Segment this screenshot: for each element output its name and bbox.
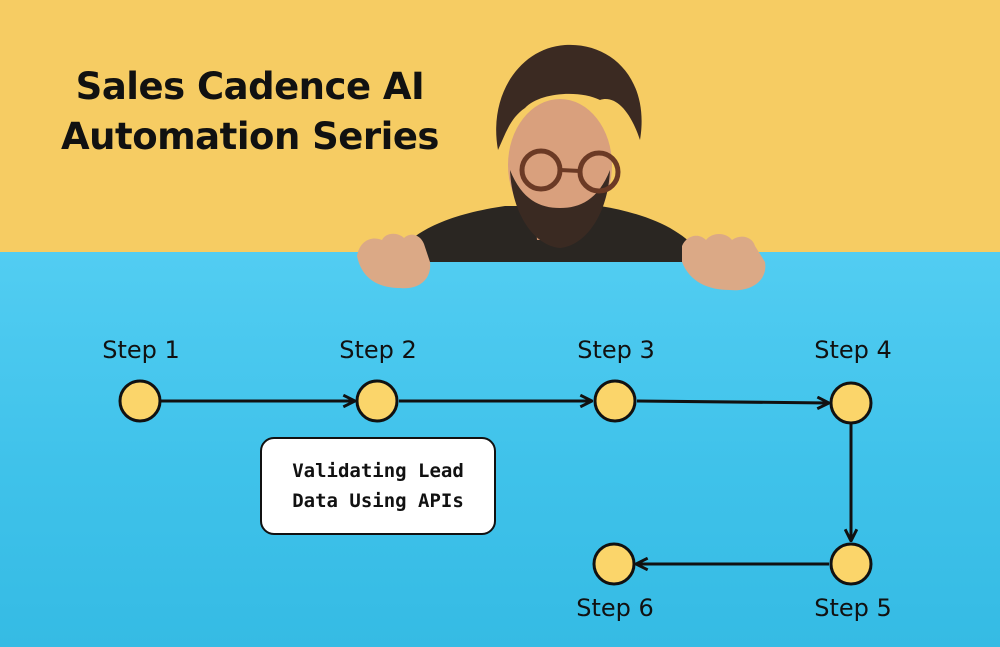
callout-line-1: Validating Lead — [292, 460, 464, 482]
step-1-label: Step 1 — [102, 336, 180, 364]
step-4-node — [829, 381, 873, 425]
step-2-callout-box: Validating Lead Data Using APIs — [260, 437, 496, 535]
title-line-1: Sales Cadence AI — [75, 65, 425, 108]
step-5-node — [829, 542, 873, 586]
step-connectors — [161, 401, 851, 564]
step-2-node — [355, 379, 399, 423]
step-3-node — [593, 379, 637, 423]
step-2-label: Step 2 — [339, 336, 417, 364]
page-title: Sales Cadence AI Automation Series — [40, 62, 460, 162]
blue-board — [0, 252, 1000, 647]
step-nodes — [118, 379, 873, 586]
step-6-label: Step 6 — [576, 594, 654, 622]
step-4-label: Step 4 — [814, 336, 892, 364]
connector-step3-step4 — [636, 401, 829, 403]
step-3-label: Step 3 — [577, 336, 655, 364]
step-5-label: Step 5 — [814, 594, 892, 622]
title-line-2: Automation Series — [61, 115, 439, 158]
step-6-node — [592, 542, 636, 586]
step-1-node — [118, 379, 162, 423]
person-illustration — [357, 44, 766, 291]
callout-line-2: Data Using APIs — [292, 490, 464, 512]
